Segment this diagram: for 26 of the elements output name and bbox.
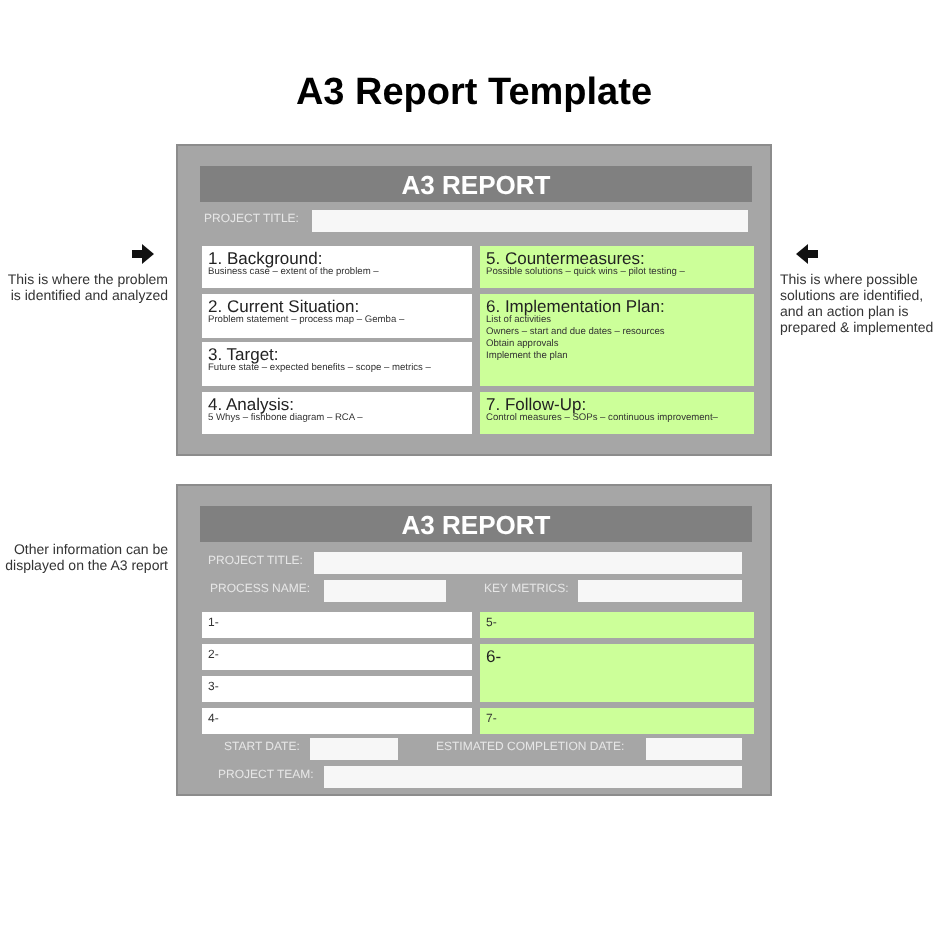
section-box (202, 612, 472, 638)
panel-heading: A3 REPORT (401, 511, 551, 537)
title: A3 Report Template (293, 70, 655, 118)
section-heading: 3. Target: (208, 344, 279, 364)
panel-heading: A3 REPORT (401, 171, 551, 197)
section-box (480, 644, 754, 702)
section-box (202, 708, 472, 734)
report-panel (176, 144, 772, 456)
section-heading: 4. Analysis: (208, 394, 294, 414)
section-box (202, 246, 472, 288)
section-box (202, 294, 472, 338)
section-heading: 6. Implementation Plan: (486, 296, 667, 316)
section-box (202, 676, 472, 702)
section-box (480, 246, 754, 288)
section-box (202, 342, 472, 386)
section-box (202, 644, 472, 670)
section-heading: 5. Countermeasures: (486, 248, 645, 268)
section-box (202, 392, 472, 434)
section-box (480, 708, 754, 734)
section-box (480, 392, 754, 434)
section-heading: 7. Follow-Up: (486, 394, 587, 414)
section-box (480, 294, 754, 386)
section-heading: 2. Current Situation: (208, 296, 362, 316)
section-heading: 1. Background: (208, 248, 323, 268)
section-box (480, 612, 754, 638)
section-heading: 6- (486, 646, 504, 666)
